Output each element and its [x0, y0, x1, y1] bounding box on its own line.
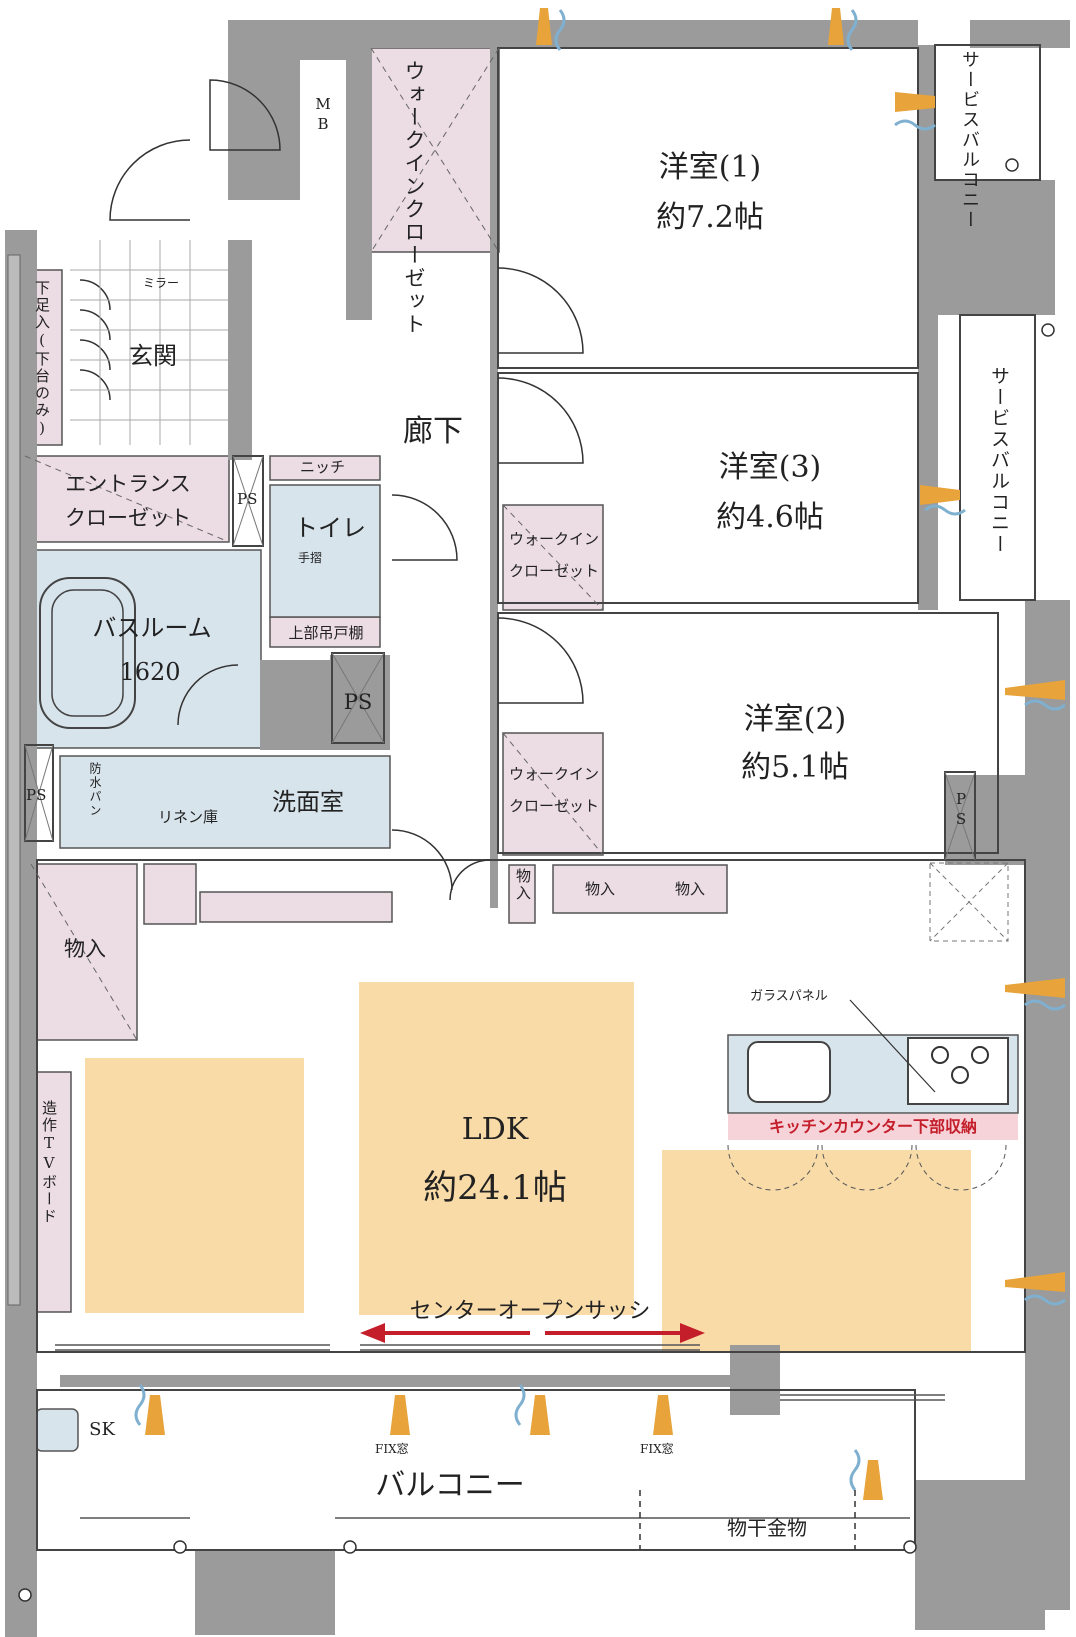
room-outlines [24, 44, 1041, 1551]
ps-label-2: PS [343, 690, 373, 714]
walkin-closet-3-line2: クローゼット [508, 562, 599, 580]
bathtub-inner [51, 589, 124, 717]
walkin-closet-3-line1: ウォークイン [508, 530, 599, 548]
bathtub [39, 577, 136, 729]
ps-label-1: PS [237, 490, 258, 508]
waterproof-pan-label: 防水パン [88, 762, 102, 818]
tv-board-label: 造作TVボード [40, 1100, 58, 1225]
mirror-label: ミラー [143, 276, 180, 290]
handrail-label: 手摺 [298, 551, 323, 565]
glass-panel-leader [849, 999, 936, 1093]
window-frames [55, 1344, 945, 1519]
vent-symbols [134, 8, 1066, 1500]
furniture-zones [85, 982, 971, 1352]
ps-crosses [24, 455, 1009, 942]
ps-label-4: PS [952, 790, 970, 830]
western-room-1-name: 洋室(1) [658, 150, 762, 185]
closet-diagonals [24, 47, 604, 1041]
doors [79, 79, 584, 901]
laundry-hardware-label: 物干金物 [727, 1516, 807, 1540]
sk-label: SK [89, 1419, 115, 1440]
upper-shelf-label: 上部吊戸棚 [288, 624, 364, 642]
center-open-sash-label: センターオープンサッシ [409, 1299, 651, 1324]
service-balcony-right-label: サービスバルコニー [988, 365, 1010, 555]
entrance-label: 玄関 [129, 342, 177, 370]
kitchen-label-band [728, 1114, 1018, 1140]
entrance-tiles [70, 240, 228, 445]
balcony-label: バルコニー [375, 1468, 525, 1503]
glass-panel-label: ガラスパネル [750, 989, 828, 1004]
burners [931, 1046, 989, 1084]
western-room-3-size: 約4.6帖 [716, 500, 824, 535]
hallway-label: 廊下 [403, 414, 463, 449]
linen-label: リネン庫 [158, 808, 219, 826]
laundry-hardware-lines [639, 1490, 856, 1550]
bathroom-size: 1620 [119, 658, 181, 686]
walls [5, 20, 1070, 1637]
fix-window-right-label: FIX窓 [640, 1442, 674, 1456]
entrance-closet-line2: クローゼット [65, 506, 191, 530]
fix-window-left-label: FIX窓 [375, 1442, 409, 1456]
western-room-1-size: 約7.2帖 [656, 200, 764, 235]
bathroom-name: バスルーム [92, 614, 212, 642]
toilet-label: トイレ [294, 514, 366, 542]
kitchen-sink [747, 1041, 831, 1103]
kitchen-storage-label: キッチンカウンター下部収納 [768, 1117, 977, 1136]
storage-small-label: 物入 [514, 868, 532, 902]
niche-label: ニッチ [300, 458, 346, 476]
stove [907, 1037, 1009, 1105]
storage-left-label: 物入 [64, 937, 106, 961]
storage-mid-label: 物入 [584, 880, 615, 898]
service-balcony-top-label: サービスバルコニー [959, 50, 980, 230]
western-room-3-name: 洋室(3) [718, 450, 822, 485]
drains [18, 158, 1055, 1602]
mb-label: MB [314, 95, 332, 135]
exterior-wall-hatch [7, 254, 21, 1306]
center-open-sash-arrows [360, 1323, 705, 1343]
storage-right-label: 物入 [674, 880, 705, 898]
ldk-name: LDK [461, 1112, 529, 1147]
ps-label-3: PS [26, 786, 47, 804]
shoe-storage-label: 下足入(下台のみ) [33, 280, 51, 439]
walkin-closet-2-line1: ウォークイン [508, 765, 599, 783]
western-room-2-size: 約5.1帖 [741, 750, 849, 785]
entrance-closet-line1: エントランス [65, 472, 191, 496]
walkin-closet-2-line2: クローゼット [508, 797, 599, 815]
western-room-2-name: 洋室(2) [743, 702, 847, 737]
ldk-size: 約24.1帖 [423, 1168, 567, 1208]
walkin-closet-top-label: ウォークインクローゼット [402, 60, 426, 336]
washroom-label: 洗面室 [272, 788, 344, 816]
